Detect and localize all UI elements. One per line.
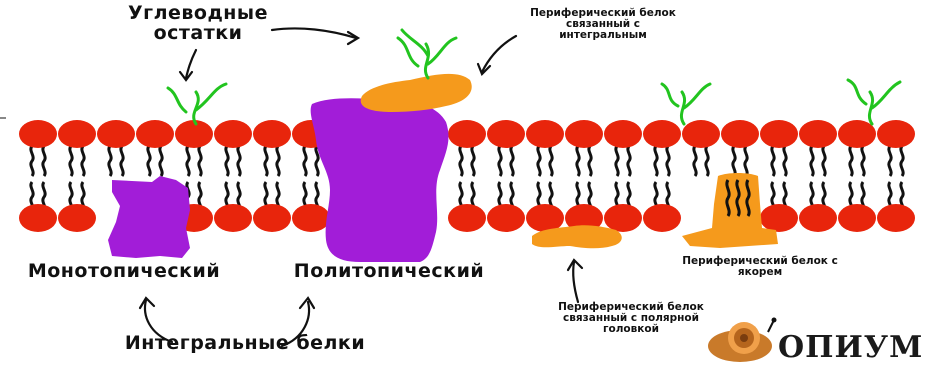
lipid-tail: [745, 146, 747, 176]
lipid-tail: [550, 146, 552, 176]
lipid-head: [58, 204, 96, 232]
lipid-head: [136, 120, 174, 148]
lipid-tail: [199, 146, 201, 176]
lipid-tail: [238, 146, 240, 176]
lipid-tail: [616, 146, 618, 176]
lipid-head: [760, 204, 798, 232]
lipid-tail: [667, 146, 669, 176]
lipid-tail: [511, 146, 513, 176]
label-peripheral-polar: Периферический белок связанный с полярно…: [522, 302, 740, 335]
lipid-head: [214, 204, 252, 232]
lipid-head: [19, 120, 57, 148]
lipid-tail: [82, 146, 84, 176]
lipid-tail: [901, 146, 903, 176]
lipid-tail: [772, 146, 774, 176]
lipid-tail: [70, 146, 72, 176]
lipid-head: [721, 120, 759, 148]
lipid-tail: [304, 146, 306, 176]
lipid-head: [760, 120, 798, 148]
lipid-tail: [850, 146, 852, 176]
lipid-tail: [538, 146, 540, 176]
lipid-head: [799, 120, 837, 148]
lipid-tail: [706, 146, 708, 176]
lipid-head: [292, 204, 330, 232]
lipid-head: [604, 120, 642, 148]
label-monotopic: Монотопический: [6, 262, 242, 282]
lipid-head: [253, 204, 291, 232]
lipid-tail: [577, 146, 579, 176]
lipid-tail: [499, 146, 501, 176]
lipid-tail: [109, 146, 111, 176]
lipid-tail: [694, 146, 696, 176]
lipid-tail: [265, 146, 267, 176]
lipid-tail: [31, 146, 33, 176]
lipid-tail: [733, 146, 735, 176]
label-carbohydrates: Углеводные остатки: [118, 4, 278, 44]
lipid-head: [799, 204, 837, 232]
lipid-head: [643, 204, 681, 232]
lipid-tail: [628, 146, 630, 176]
lipid-tail: [187, 146, 189, 176]
lipid-head: [253, 120, 291, 148]
lipid-heads-outer: [19, 120, 915, 148]
lipid-tail: [160, 146, 162, 176]
lipid-head: [604, 204, 642, 232]
lipid-head: [526, 120, 564, 148]
lipid-head: [877, 204, 915, 232]
peripheral-protein-integral-bound: [361, 74, 472, 112]
lipid-tail: [784, 146, 786, 176]
lipid-head: [97, 120, 135, 148]
carbohydrate-chains: [168, 30, 900, 124]
lipid-head: [487, 204, 525, 232]
lipid-head: [19, 204, 57, 232]
lipid-tail: [226, 146, 228, 176]
polytopic-protein: [311, 98, 449, 262]
lipid-head: [214, 120, 252, 148]
lipid-tail: [121, 146, 123, 176]
monotopic-protein: [108, 176, 190, 258]
lipid-head: [643, 120, 681, 148]
lipid-head: [565, 120, 603, 148]
lipid-tail: [472, 146, 474, 176]
lipid-tail: [823, 146, 825, 176]
lipid-tail: [460, 146, 462, 176]
lipid-tail: [148, 146, 150, 176]
logo-text: ОПИУМ: [778, 330, 923, 365]
lipid-tail: [43, 146, 45, 176]
lipid-head: [448, 204, 486, 232]
lipid-tail: [277, 146, 279, 176]
label-integral: Интегральные белки: [122, 334, 368, 354]
lipid-head: [877, 120, 915, 148]
lipid-head: [838, 204, 876, 232]
lipid-tail: [316, 146, 318, 176]
label-peripheral-integral: Периферический белок связанный с интегра…: [508, 8, 698, 41]
label-polytopic: Политопический: [270, 262, 508, 282]
lipid-tail: [862, 146, 864, 176]
lipid-head: [838, 120, 876, 148]
lipid-head: [682, 120, 720, 148]
lipid-tail: [811, 146, 813, 176]
lipid-tail: [655, 146, 657, 176]
lipid-tail: [589, 146, 591, 176]
lipid-head: [487, 120, 525, 148]
lipid-head: [448, 120, 486, 148]
lipid-head: [58, 120, 96, 148]
lipid-tail: [889, 146, 891, 176]
lipid-head: [175, 120, 213, 148]
label-peripheral-anchor: Периферический белок с якорем: [660, 256, 860, 278]
